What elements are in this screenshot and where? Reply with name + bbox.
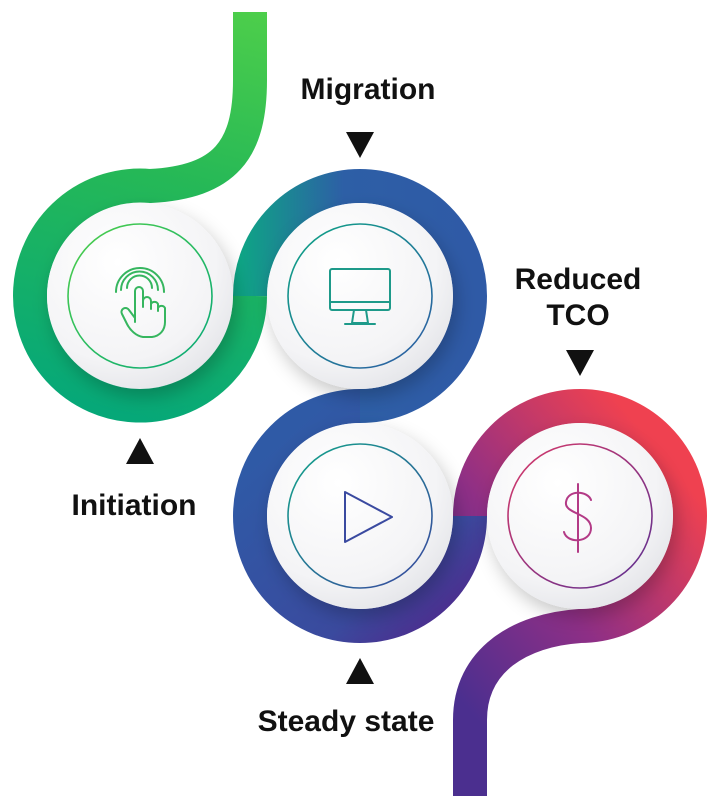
- touch-hand-icon: [115, 267, 166, 338]
- step-reduced-tco: [487, 423, 673, 609]
- disc: [47, 203, 233, 389]
- disc: [267, 423, 453, 609]
- step-steady-state: [267, 423, 453, 609]
- step-label-steady-state: Steady state: [257, 705, 435, 738]
- arrow-initiation-up: [126, 438, 154, 464]
- step-label-migration: Migration: [300, 73, 436, 106]
- monitor-icon: [329, 268, 391, 325]
- disc-ring: [67, 223, 213, 369]
- ribbon-steady: [233, 389, 487, 643]
- step-label-initiation: Initiation: [71, 489, 197, 522]
- arrow-reduced-tco-down: [566, 350, 594, 376]
- disc-ring: [287, 223, 433, 369]
- step-migration: [267, 203, 453, 389]
- step-label-reduced-tco: Reduced TCO: [514, 263, 642, 332]
- ribbon-migration: [233, 169, 487, 423]
- disc-ring: [507, 443, 653, 589]
- dollar-icon: [563, 483, 593, 553]
- ribbon-track: [13, 12, 707, 796]
- ribbon-initiation: [13, 12, 267, 423]
- arrow-migration-down: [346, 132, 374, 158]
- disc-ring: [287, 443, 433, 589]
- step-initiation: [47, 203, 233, 389]
- play-icon: [344, 491, 393, 543]
- disc: [267, 203, 453, 389]
- ribbon-reduced-tco: [453, 389, 707, 796]
- arrow-steady-state-up: [346, 658, 374, 684]
